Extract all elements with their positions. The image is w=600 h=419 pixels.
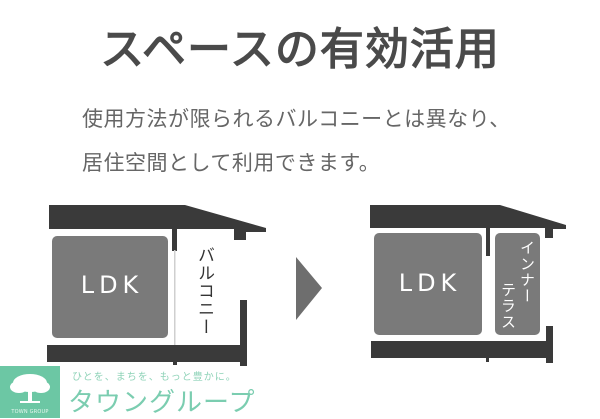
inner-terrace-label-1: インナー (518, 240, 536, 304)
description-line-1: 使用方法が限られるバルコニーとは異なり、 (82, 107, 511, 131)
floor-slab-before (47, 345, 244, 362)
roof-slab-before (49, 205, 266, 240)
company-logo: TOWN GROUP (0, 366, 60, 418)
balcony-label: バルコニー (194, 246, 214, 336)
description-line-2: 居住空間として利用できます。 (82, 151, 381, 175)
company-tagline: ひとを、まちを、もっと豊かに。 (72, 372, 237, 383)
company-name: タウングループ (68, 388, 256, 418)
logo-caption: TOWN GROUP (11, 409, 49, 415)
floor-slab-after (371, 341, 553, 358)
inner-terrace-floorplan (370, 205, 566, 363)
balcony-wall (240, 300, 247, 366)
ldk-label-after: LDK (398, 269, 462, 297)
ldk-room-before (52, 236, 168, 338)
balcony-floorplan (47, 205, 266, 366)
inner-terrace-room (495, 233, 540, 335)
inner-terrace-label-2: テラス (499, 282, 517, 330)
ldk-room-after (374, 233, 482, 335)
roof-slab-after (370, 205, 566, 238)
description: 使用方法が限られるバルコニーとは異なり、 居住空間として利用できます。 (82, 97, 511, 185)
divider-after (486, 228, 490, 256)
terrace-wall (546, 326, 553, 363)
page-title: スペースの有効活用 (100, 24, 500, 75)
triangle-right-arrow-icon (296, 257, 322, 320)
divider-before (172, 228, 177, 251)
ldk-label-before: LDK (80, 271, 144, 299)
tree-icon (10, 374, 50, 403)
